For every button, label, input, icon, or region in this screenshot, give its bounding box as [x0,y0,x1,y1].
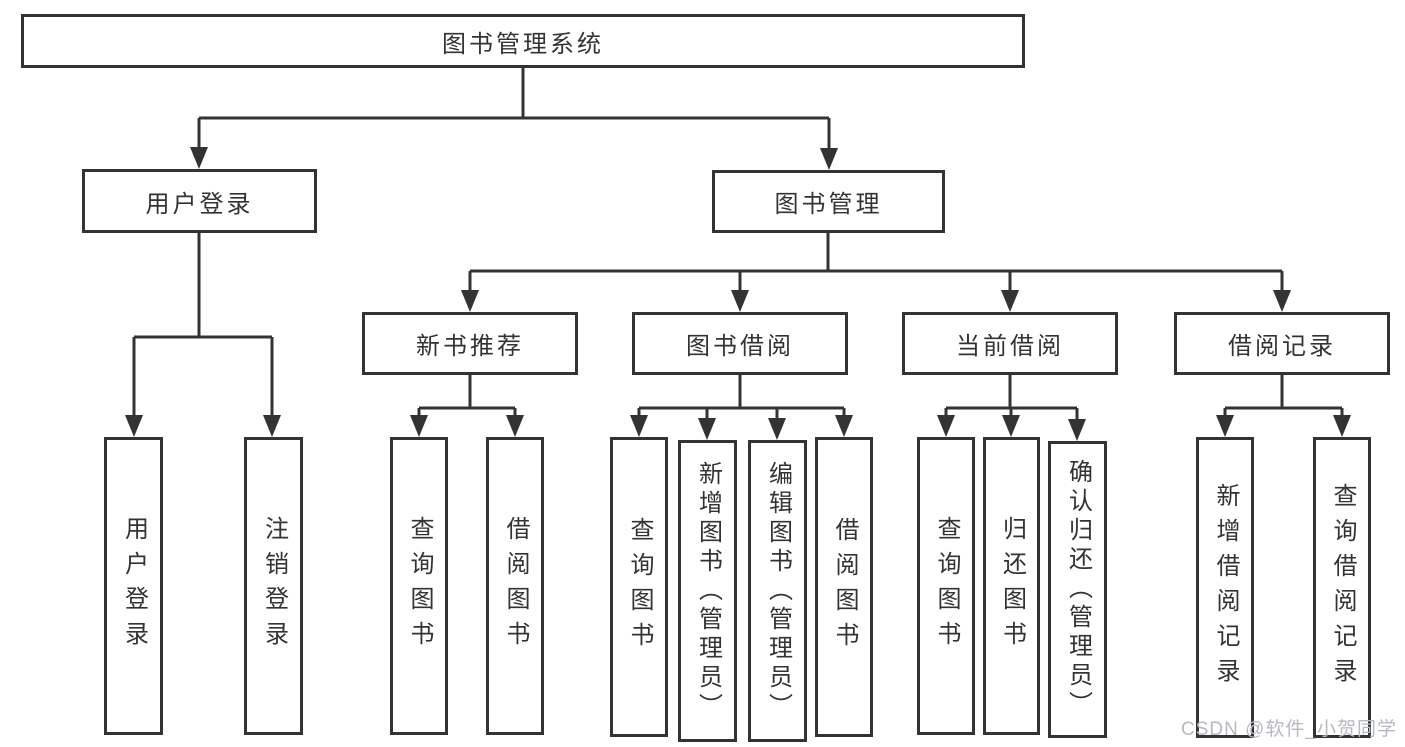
leaf-logout: 注销登录 [244,437,303,735]
leaf-label: 注销登录 [260,516,288,656]
leaf-borrow-query-books: 查询图书 [610,437,668,737]
node-new-book-recommend: 新书推荐 [362,312,578,375]
leaf-label: 查询借阅记录 [1329,482,1356,693]
node-label: 当前借阅 [956,333,1064,360]
leaf-user-login: 用户登录 [104,437,163,735]
node-label: 借阅记录 [1228,333,1336,360]
leaf-label: 用户登录 [120,516,148,656]
node-label: 图书管理系统 [442,30,604,58]
leaf-label: 归还图书 [998,516,1026,656]
leaf-recommend-query-books: 查询图书 [390,437,448,735]
node-borrow-record: 借阅记录 [1174,312,1390,375]
csdn-watermark: CSDN @软件_小贺同学 [1181,719,1397,740]
leaf-edit-books-admin: 编辑图书（管理员） [748,440,807,742]
leaf-label: 借阅图书 [502,516,529,656]
node-library-management-system: 图书管理系统 [21,14,1025,68]
leaf-label: 编辑图书（管理员） [764,460,792,722]
node-book-management: 图书管理 [712,170,945,233]
leaf-borrow-books: 借阅图书 [815,437,873,737]
leaf-add-borrow-record: 新增借阅记录 [1196,437,1254,738]
leaf-label: 查询图书 [933,516,960,656]
leaf-label: 查询图书 [626,517,653,657]
node-label: 新书推荐 [416,333,524,360]
leaf-add-books-admin: 新增图书（管理员） [678,440,737,742]
leaf-confirm-return-admin: 确认归还（管理员） [1048,441,1107,738]
leaf-recommend-borrow-books: 借阅图书 [486,437,544,735]
leaf-label: 查询图书 [406,516,433,656]
node-label: 图书借阅 [686,333,794,360]
leaf-label: 新增借阅记录 [1212,482,1239,693]
node-label: 图书管理 [774,191,883,218]
node-book-borrow: 图书借阅 [632,312,848,375]
leaf-label: 确认归还（管理员） [1064,459,1092,720]
node-user-login: 用户登录 [82,169,317,233]
leaf-current-query-books: 查询图书 [917,437,975,735]
leaf-label: 借阅图书 [831,517,858,657]
leaf-return-books: 归还图书 [983,437,1040,735]
leaf-query-borrow-record: 查询借阅记录 [1313,437,1371,738]
node-label: 用户登录 [145,190,254,218]
leaf-label: 新增图书（管理员） [694,460,722,722]
node-current-borrow: 当前借阅 [902,312,1118,375]
